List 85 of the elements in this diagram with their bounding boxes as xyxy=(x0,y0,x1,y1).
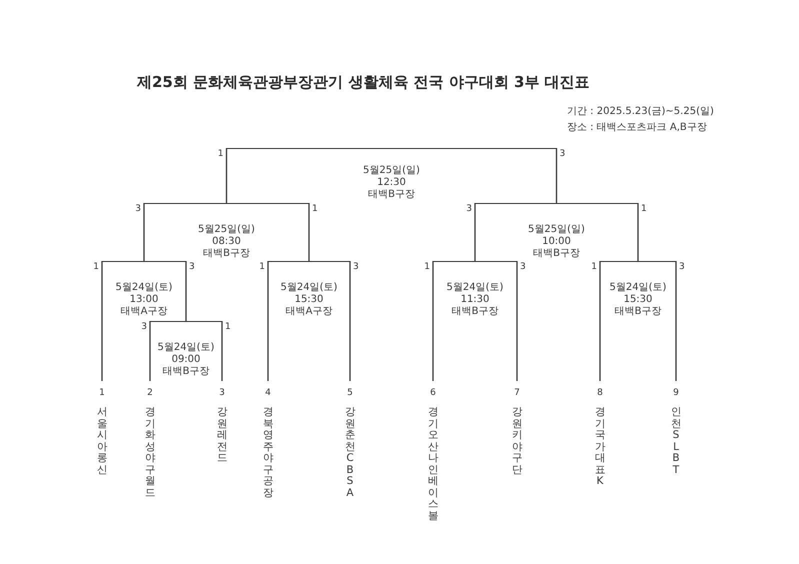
seed-number: 2 xyxy=(147,388,153,399)
bracket-match xyxy=(102,261,186,317)
team-name: 경기국가대표K xyxy=(594,407,606,488)
bracket-line xyxy=(101,261,103,381)
score-label: 3 xyxy=(678,262,686,272)
match-date: 5월24일(토) xyxy=(446,282,504,294)
team-name: 강원춘천CBSA xyxy=(344,407,356,500)
score-label: 3 xyxy=(352,262,360,272)
match-date: 5월24일(토) xyxy=(158,342,214,354)
bracket-line xyxy=(221,321,223,381)
match-date: 5월25일(일) xyxy=(363,165,420,177)
score-label: 3 xyxy=(188,262,196,272)
bracket-line xyxy=(637,203,639,261)
team-name: 강원레전드 xyxy=(216,407,228,465)
score-label: 1 xyxy=(92,262,100,272)
match-venue: 태백A구장 xyxy=(286,306,332,318)
match-venue: 태백B구장 xyxy=(614,306,662,318)
match-time: 13:00 xyxy=(130,294,158,306)
team-name: 인천SLBT xyxy=(670,407,682,476)
bracket-line xyxy=(349,261,351,381)
seed-number: 9 xyxy=(673,388,679,399)
match-venue: 태백B구장 xyxy=(533,248,580,260)
bracket-line xyxy=(556,148,558,203)
match-date: 5월24일(토) xyxy=(116,282,172,294)
team-name: 서울시아롱신 xyxy=(96,407,108,476)
score-label: 1 xyxy=(258,262,266,272)
bracket-match xyxy=(268,261,350,317)
score-label: 1 xyxy=(224,322,232,332)
seed-number: 4 xyxy=(265,388,271,399)
score-label: 1 xyxy=(311,204,319,214)
score-label: 3 xyxy=(519,262,527,272)
match-time: 12:30 xyxy=(377,177,406,189)
team-name: 경북영주야구공장 xyxy=(262,407,274,500)
score-label: 1 xyxy=(216,149,224,159)
score-label: 1 xyxy=(423,262,431,272)
match-date: 5월24일(토) xyxy=(610,282,666,294)
match-time: 09:00 xyxy=(172,354,200,366)
bracket-line xyxy=(226,148,228,203)
bracket-line xyxy=(185,261,187,321)
match-venue: 태백B구장 xyxy=(368,189,415,201)
bracket-line xyxy=(675,261,677,381)
bracket-match xyxy=(150,321,222,377)
seed-number: 6 xyxy=(430,388,436,399)
bracket-line xyxy=(143,203,145,261)
score-label: 3 xyxy=(465,204,473,214)
bracket-match xyxy=(433,261,517,317)
match-time: 15:30 xyxy=(294,294,324,306)
team-name: 강원키야구단 xyxy=(512,407,522,476)
match-time: 10:00 xyxy=(542,236,571,248)
bracket-line xyxy=(267,261,269,381)
seed-number: 5 xyxy=(347,388,353,399)
match-venue: 태백A구장 xyxy=(120,306,168,318)
match-venue: 태백B구장 xyxy=(203,248,250,260)
bracket-line xyxy=(308,203,310,261)
bracket-line xyxy=(599,261,601,381)
match-date: 5월24일(토) xyxy=(280,282,338,294)
match-time: 08:30 xyxy=(212,236,241,248)
score-label: 1 xyxy=(590,262,598,272)
score-label: 3 xyxy=(558,149,566,159)
diagram-title: 제25회 문화체육관광부장관기 생활체육 전국 야구대회 3부 대진표 xyxy=(137,73,590,91)
score-label: 3 xyxy=(134,204,142,214)
seed-number: 3 xyxy=(219,388,225,399)
period-text: 기간 : 2025.5.23(금)~5.25(일) xyxy=(567,106,714,118)
match-venue: 태백B구장 xyxy=(162,366,210,378)
seed-number: 1 xyxy=(99,388,105,399)
match-date: 5월25일(일) xyxy=(198,224,255,236)
match-venue: 태백B구장 xyxy=(452,306,498,318)
bracket-line xyxy=(149,321,151,381)
score-label: 1 xyxy=(640,204,648,214)
bracket-line xyxy=(432,261,434,381)
match-time: 15:30 xyxy=(624,294,652,306)
bracket-match xyxy=(144,203,309,259)
score-label: 3 xyxy=(140,322,148,332)
bracket-line xyxy=(474,203,476,261)
bracket-line xyxy=(516,261,518,381)
match-date: 5월25일(일) xyxy=(528,224,585,236)
match-time: 11:30 xyxy=(460,294,490,306)
venue-location-text: 장소 : 태백스포츠파크 A,B구장 xyxy=(567,122,707,134)
team-name: 경기오산나인베이스볼 xyxy=(428,407,438,522)
bracket-match xyxy=(475,203,638,259)
team-name: 경기화성야구월드 xyxy=(144,407,156,500)
seed-number: 8 xyxy=(597,388,603,399)
bracket-match xyxy=(600,261,676,317)
seed-number: 7 xyxy=(514,388,520,399)
bracket-match xyxy=(226,148,556,200)
